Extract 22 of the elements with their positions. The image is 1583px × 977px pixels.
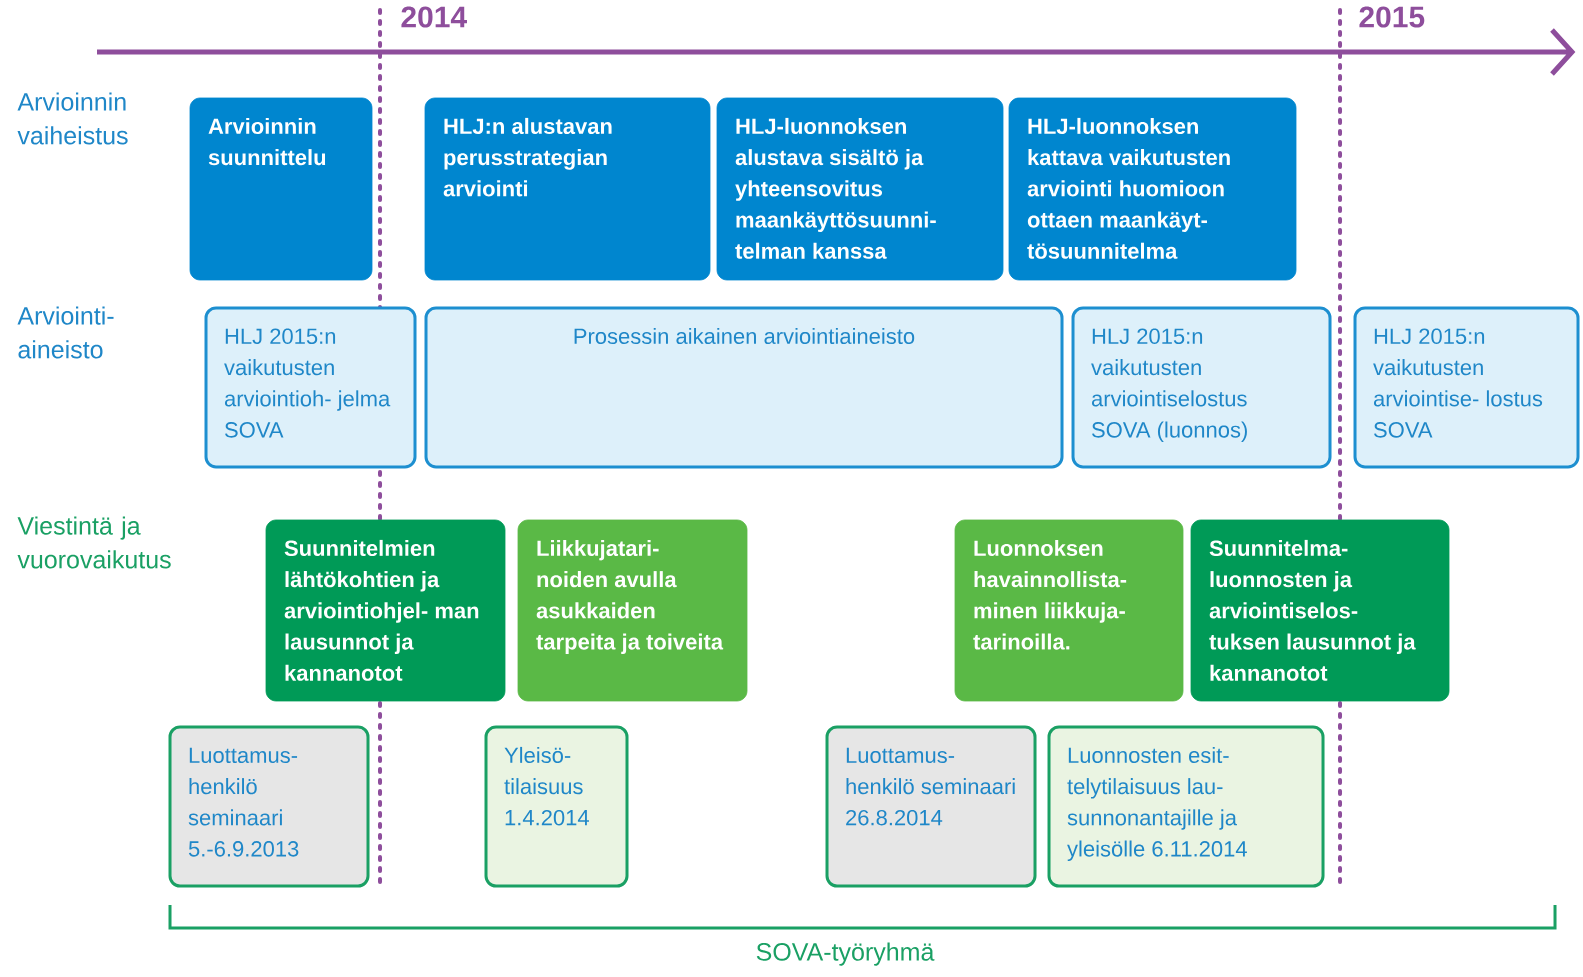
- phase-box: HLJ:n alustavan perusstrategian arviointi: [424, 97, 711, 281]
- phase-box: HLJ-luonnoksen kattava vaikutusten arviointi huomioon ottaen maankäyt- tösuunnitelma: [1008, 97, 1297, 281]
- communication-box: Suunnitelmien lähtökohtien ja arviointiohjel- man lausunnot ja kannanotot: [265, 519, 506, 702]
- group-label: SOVA-työryhmä: [756, 942, 935, 966]
- row-label: Arvioinnin vaiheistus: [17, 92, 128, 145]
- material-box: HLJ 2015:n vaikutusten arviointiselostus SOVA (luonnos): [1071, 306, 1332, 469]
- row-label: Viestintä ja vuorovaikutus: [17, 516, 171, 569]
- event-box: Luonnosten esit- telytilaisuus lau- sunnonantajille ja yleisölle 6.11.2014: [1047, 725, 1325, 888]
- event-box: Yleisö- tilaisuus 1.4.2014: [484, 725, 629, 888]
- phase-box: Arvioinnin suunnittelu: [189, 97, 373, 281]
- year-label: 2015: [1359, 6, 1425, 28]
- communication-box: Suunnitelma- luonnosten ja arviointiselos- tuksen lausunnot ja kannanotot: [1190, 519, 1450, 702]
- row-label: Arviointi- aineisto: [17, 306, 114, 359]
- material-box: HLJ 2015:n vaikutusten arviointioh- jelma SOVA: [204, 306, 417, 469]
- material-box: Prosessin aikainen arviointiaineisto: [424, 306, 1064, 469]
- event-box: Luottamus- henkilö seminaari 26.8.2014: [825, 725, 1037, 888]
- communication-box: Liikkujatari- noiden avulla asukkaiden tarpeita ja toiveita: [517, 519, 748, 702]
- event-box: Luottamus- henkilö seminaari 5.-6.9.2013: [168, 725, 370, 888]
- material-box: HLJ 2015:n vaikutusten arviointise- lostus SOVA: [1353, 306, 1580, 469]
- year-label: 2014: [401, 6, 467, 28]
- phase-box: HLJ-luonnoksen alustava sisältö ja yhteensovitus maankäyttösuunni- telman kanssa: [716, 97, 1004, 281]
- communication-box: Luonnoksen havainnollista- minen liikkuja- tarinoilla.: [954, 519, 1184, 702]
